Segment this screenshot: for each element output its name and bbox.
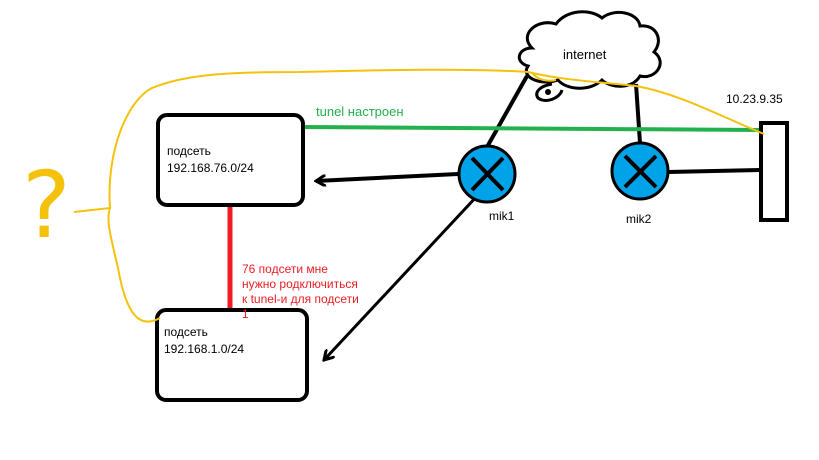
router-icon <box>610 141 670 201</box>
router-2-label: mik2 <box>626 212 652 226</box>
link-internet-mik2 <box>634 83 642 144</box>
link-internet-mik1 <box>485 75 529 148</box>
question-mark: ? <box>22 152 71 259</box>
wan-ip-label: 10.23.9.35 <box>726 92 783 106</box>
note-line-3: к tunel-и для подсети <box>242 292 359 306</box>
note-line-4: 1 <box>242 307 249 321</box>
note-line-1: 76 подсети мне <box>242 262 328 276</box>
link-mik2-device <box>667 168 761 174</box>
yellow-route-return <box>531 71 557 82</box>
arrow-mik1-to-subnet76 <box>316 172 459 181</box>
tunnel-label: tunel настроен <box>316 104 404 119</box>
router-1-label: mik1 <box>489 209 515 223</box>
subnet-76-cidr: 192.168.76.0/24 <box>167 161 254 175</box>
cloud-icon <box>517 10 662 102</box>
subnet-1-box <box>155 308 309 402</box>
subnet-1-title: подсеть <box>164 325 208 339</box>
server-icon <box>759 121 789 222</box>
router-icon <box>457 144 517 204</box>
cloud-label: internet <box>563 47 607 62</box>
note-line-2: нужно родключиться <box>242 277 358 291</box>
subnet-76-box <box>156 113 305 207</box>
subnet-76-title: подсеть <box>167 144 211 158</box>
yellow-route-path <box>73 68 765 323</box>
arrow-mik1-to-subnet1 <box>324 193 480 360</box>
subnet-1-cidr: 192.168.1.0/24 <box>164 342 245 356</box>
tunnel-line <box>301 125 761 132</box>
